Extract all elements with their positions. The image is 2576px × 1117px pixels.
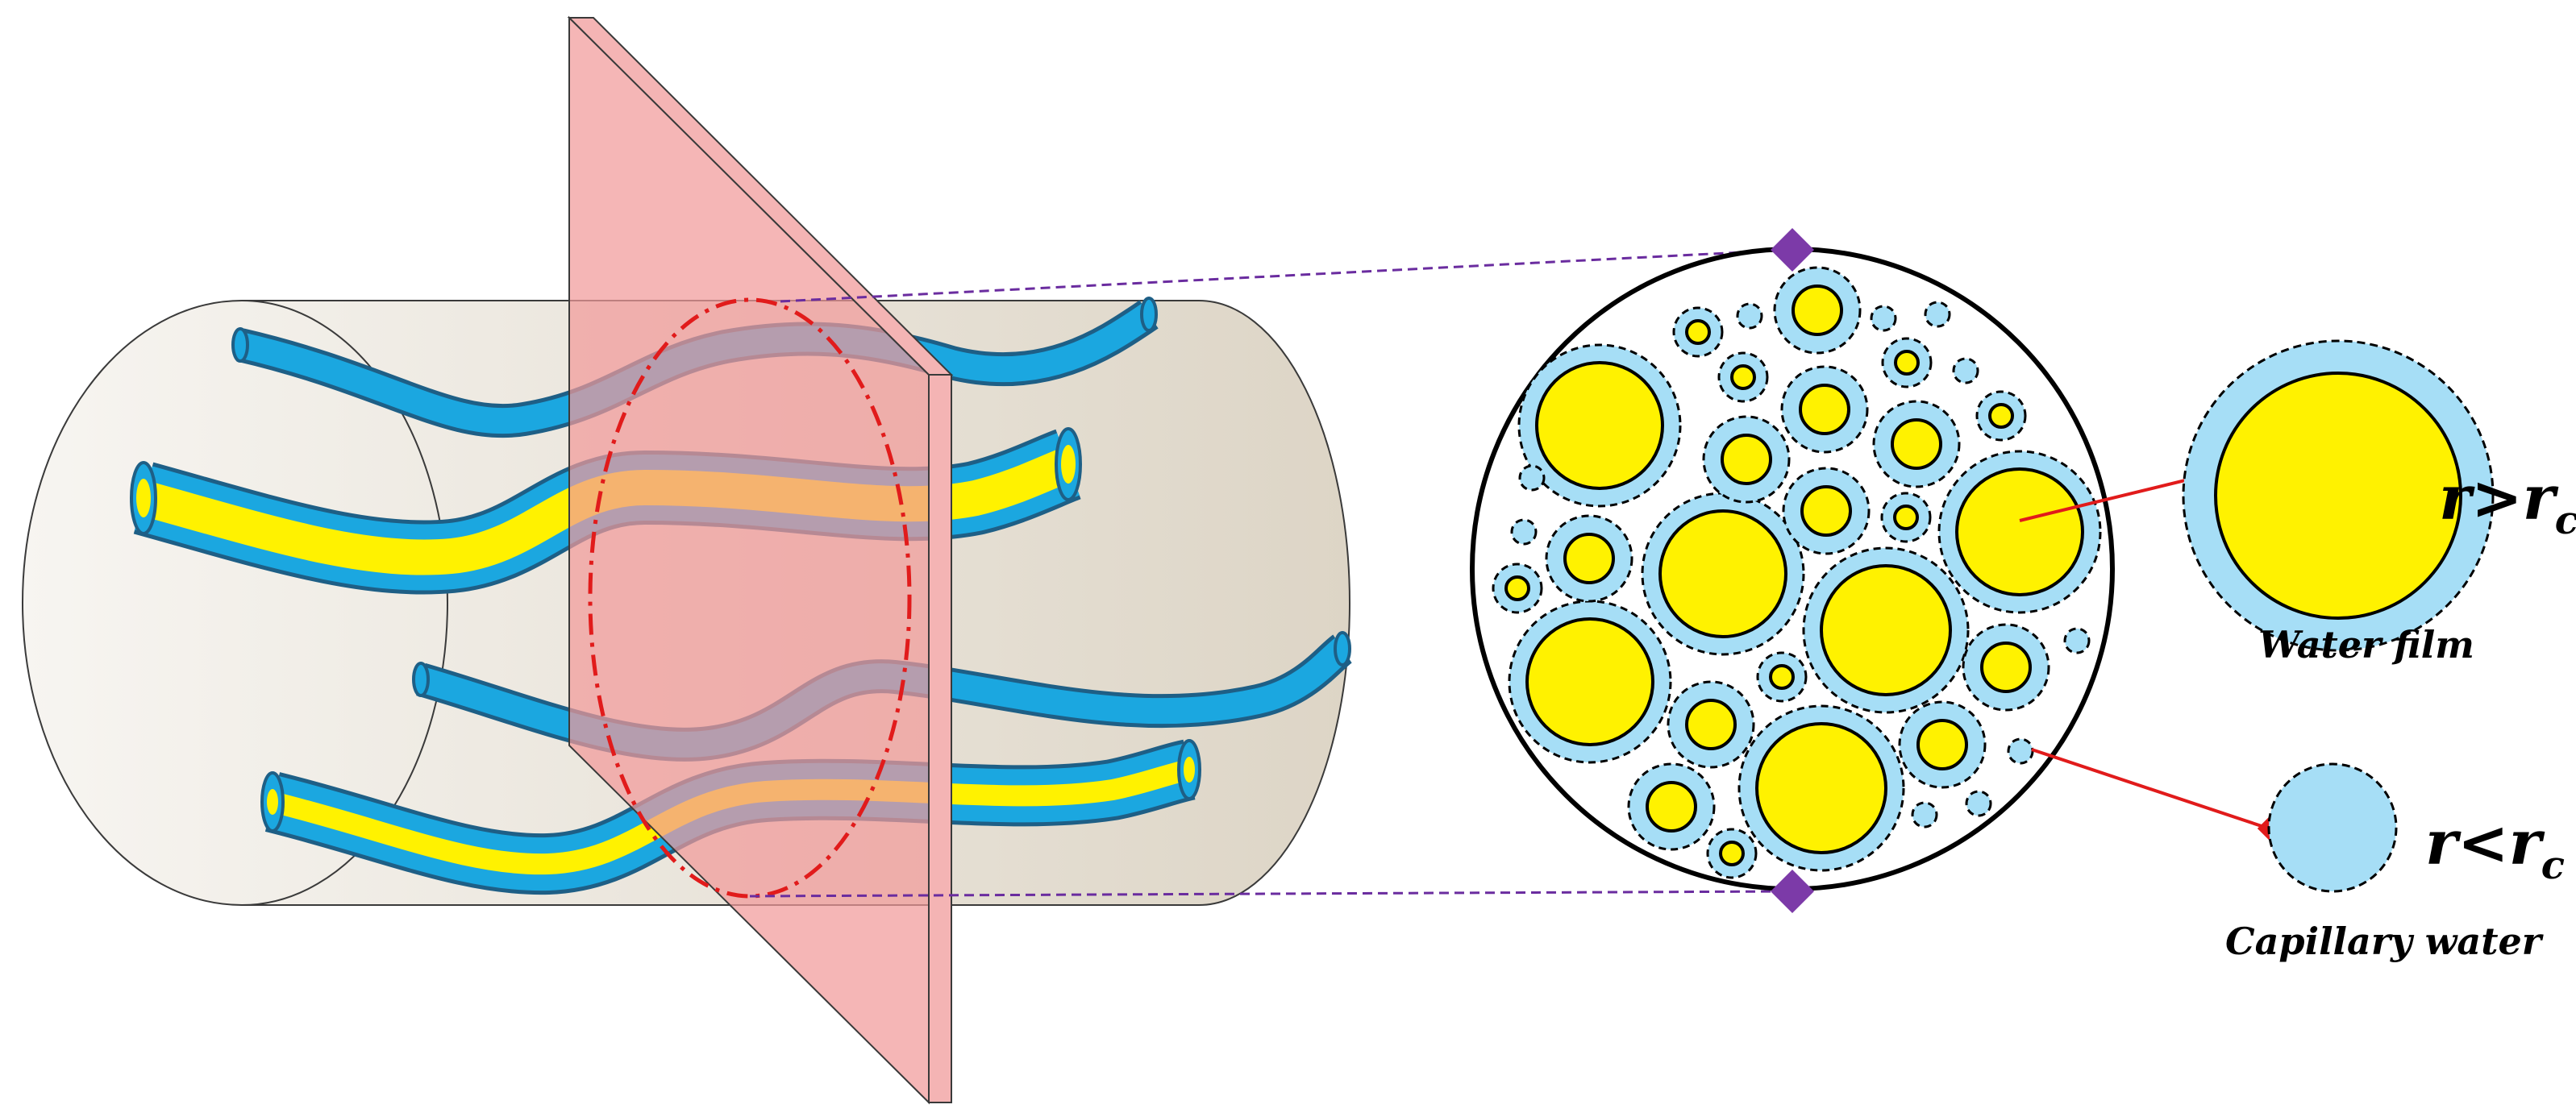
legend-small-pore bbox=[2267, 762, 2398, 893]
pore-core bbox=[1916, 719, 1968, 770]
marker-diamond-top bbox=[1771, 228, 1814, 272]
pores-group bbox=[1492, 266, 2102, 879]
capillary-water-pore bbox=[1965, 790, 1992, 817]
capillary-water-pore bbox=[1870, 305, 1897, 332]
pore-core bbox=[1535, 361, 1664, 490]
pore-core bbox=[1721, 434, 1772, 485]
pore-core bbox=[1955, 467, 2084, 596]
pore-core bbox=[1893, 505, 1919, 530]
marker-diamond-bottom bbox=[1771, 870, 1814, 913]
pore-core bbox=[1800, 485, 1852, 537]
cutting-plane bbox=[567, 15, 954, 1105]
pore-core bbox=[1525, 617, 1654, 746]
cylinder-left-end-edge bbox=[241, 300, 448, 906]
pore-core bbox=[1820, 564, 1952, 696]
pore-core bbox=[1891, 418, 1942, 470]
capillary-water-pore bbox=[1924, 301, 1951, 328]
pore-core bbox=[1504, 575, 1530, 601]
pore-core bbox=[1799, 384, 1850, 435]
legend-large-pore bbox=[2182, 339, 2495, 652]
pore-core bbox=[1894, 350, 1920, 376]
capillary-water-pore bbox=[1911, 801, 1938, 828]
pore-core bbox=[1792, 284, 1843, 336]
capillary-water-pore bbox=[1510, 518, 1538, 546]
pore-core bbox=[1658, 509, 1787, 638]
leader-line-water-film bbox=[2019, 472, 2212, 522]
pore-core bbox=[1563, 533, 1615, 584]
pore-core bbox=[1755, 722, 1887, 854]
pore-core bbox=[1769, 664, 1795, 690]
leader-line-capillary bbox=[2031, 748, 2270, 830]
magnified-cross-section bbox=[1470, 228, 2115, 913]
pore-core bbox=[1719, 841, 1745, 866]
capillary-water-label: Capillary water bbox=[2225, 920, 2545, 963]
section-outline bbox=[588, 297, 912, 899]
pore-core bbox=[1730, 364, 1756, 390]
capillary-water-pore bbox=[2007, 737, 2034, 765]
water-film-label: Water film bbox=[2258, 623, 2474, 666]
large-pore-relation-label: r>rc bbox=[2439, 462, 2576, 543]
pore-core bbox=[1685, 699, 1737, 750]
capillary-water-pore bbox=[1952, 357, 1979, 384]
pore-core bbox=[1646, 781, 1697, 833]
capillary-water-pore bbox=[1736, 302, 1763, 330]
small-pore-relation-label: r<rc bbox=[2425, 807, 2565, 888]
capillary-water-pore bbox=[1518, 464, 1546, 492]
pore-core bbox=[1980, 642, 2032, 693]
projection-line-bottom bbox=[749, 890, 1791, 898]
capillary-water-pore bbox=[2063, 627, 2091, 654]
pore-core bbox=[1988, 403, 2014, 429]
pore-core bbox=[1685, 319, 1711, 345]
plane-edge-side bbox=[928, 374, 952, 1103]
